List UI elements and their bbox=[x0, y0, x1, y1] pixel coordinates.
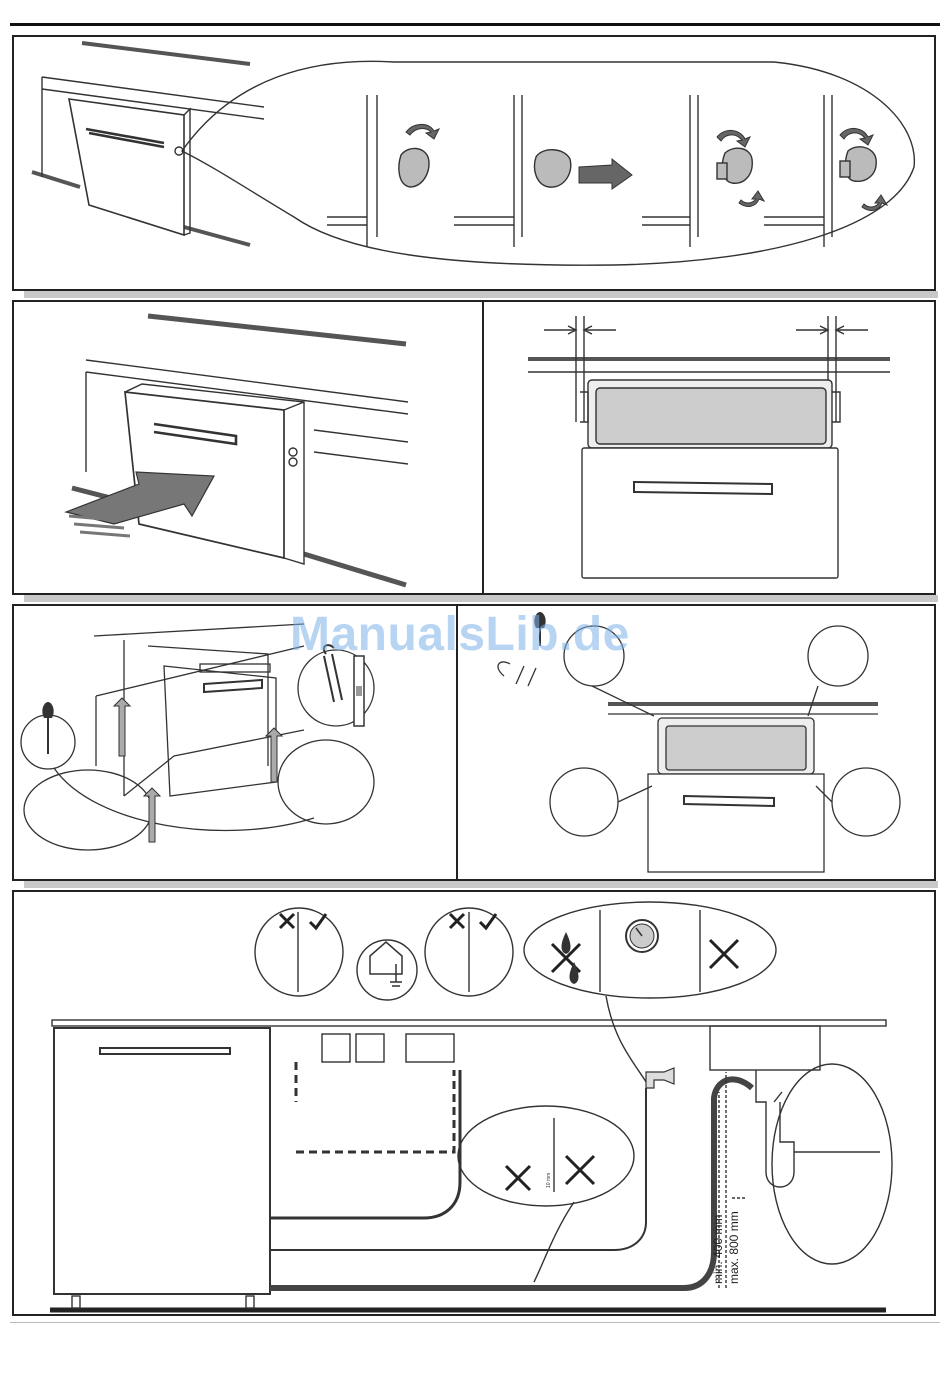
panel-2-shadow bbox=[24, 595, 938, 602]
pressure-gauge-icon bbox=[626, 920, 658, 952]
min-height-label: min. 400 mm bbox=[711, 1215, 725, 1284]
cross-icon bbox=[450, 914, 464, 928]
levelling-illustration bbox=[14, 606, 456, 879]
cross-icon bbox=[506, 1166, 530, 1190]
arrow-icon bbox=[579, 159, 632, 189]
arrow-icon bbox=[114, 698, 130, 756]
panel-levelling bbox=[12, 604, 458, 881]
check-icon bbox=[480, 914, 496, 928]
arrow-icon bbox=[717, 130, 750, 147]
gap-clearance-illustration bbox=[484, 302, 934, 593]
panel-push-appliance bbox=[12, 300, 484, 595]
push-appliance-illustration bbox=[14, 302, 482, 593]
screwdriver-icon bbox=[42, 702, 53, 754]
panel-screw-fixing bbox=[456, 604, 936, 881]
cross-icon bbox=[710, 940, 738, 968]
connections-illustration: min. 400 mm max. 800 mm 10 mm bbox=[14, 892, 934, 1314]
panel-connections: min. 400 mm max. 800 mm 10 mm bbox=[12, 890, 936, 1316]
door-adjustment-illustration bbox=[14, 37, 934, 289]
max-height-label: max. 800 mm bbox=[727, 1211, 741, 1284]
screw-fixing-illustration bbox=[458, 606, 934, 879]
panel-1-shadow bbox=[24, 291, 938, 298]
cross-icon bbox=[566, 1156, 594, 1184]
screwdriver-icon bbox=[534, 612, 545, 646]
spirit-level-icon bbox=[354, 656, 364, 726]
pliers-icon bbox=[324, 645, 342, 702]
cross-icon bbox=[280, 914, 294, 928]
bottom-rule bbox=[10, 1322, 940, 1323]
ground-symbol-icon bbox=[370, 942, 402, 986]
hose-bend-label: 10 mm bbox=[546, 1173, 552, 1188]
arrow-icon bbox=[66, 472, 214, 524]
panel-gap-clearance bbox=[482, 300, 936, 595]
arrow-icon bbox=[840, 128, 873, 145]
arrow-icon bbox=[739, 191, 764, 206]
arrow-icon bbox=[406, 124, 439, 139]
arrow-icon bbox=[862, 195, 887, 210]
check-icon bbox=[310, 914, 326, 928]
top-rule bbox=[10, 23, 940, 26]
panel-3-shadow bbox=[24, 881, 938, 888]
arrow-icon bbox=[144, 788, 160, 842]
panel-door-adjustment bbox=[12, 35, 936, 291]
